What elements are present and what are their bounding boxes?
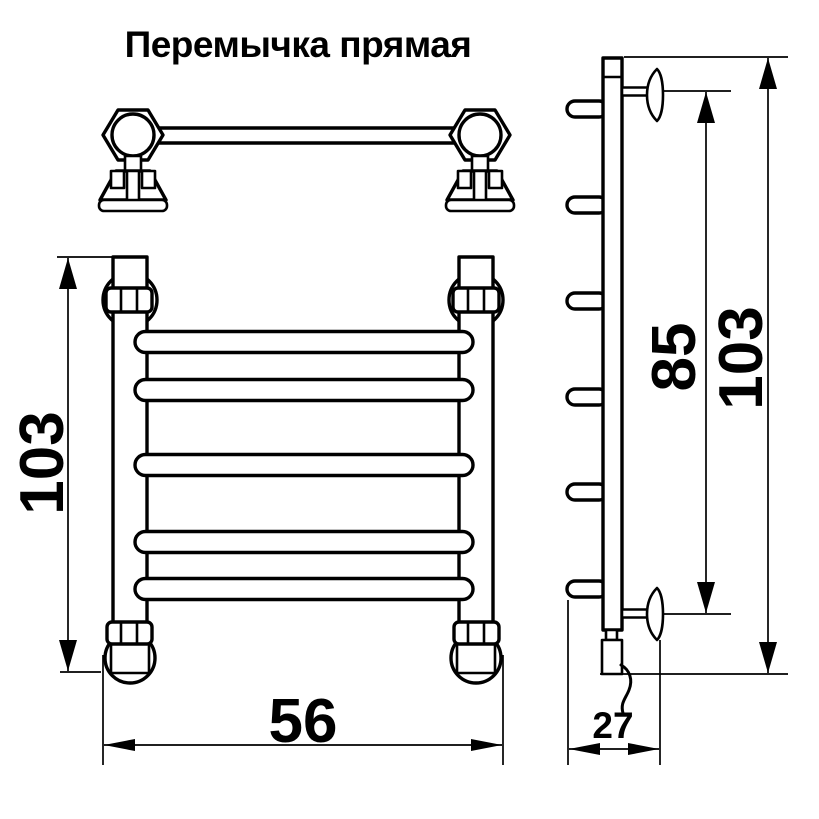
- left-riser-pipe: [111, 255, 149, 625]
- nut-body: [452, 620, 501, 646]
- dim-front-height-label: 103: [8, 411, 77, 514]
- dim-side-total-height-label: 103: [707, 306, 776, 409]
- arrowhead-up-icon: [697, 92, 715, 123]
- pipe-end: [457, 112, 503, 158]
- arrowhead-down-icon: [759, 642, 777, 673]
- arrowhead-down-icon: [697, 582, 715, 613]
- wall-plate: [645, 67, 665, 123]
- neck: [123, 154, 143, 173]
- bottom-left-hex-nut: [105, 620, 154, 646]
- arrowhead-left-icon: [104, 739, 135, 751]
- bracket-base: [444, 198, 516, 213]
- dim-side-depth: 27: [567, 600, 661, 765]
- side-top-wall-bracket: [620, 67, 665, 123]
- power-cable: [619, 663, 633, 715]
- rung-stub: [565, 291, 609, 311]
- top-view-left-fitting: [97, 108, 169, 213]
- rung-5: [133, 576, 475, 602]
- rung-2: [133, 377, 475, 403]
- dim-side-total-height: 103: [600, 56, 788, 675]
- dim-side-mount-span-label: 85: [640, 323, 709, 392]
- nut-body: [105, 620, 154, 646]
- arrowhead-down-icon: [59, 640, 77, 671]
- element-body: [600, 638, 624, 676]
- arrowhead-right-icon: [471, 739, 502, 751]
- bracket-tab: [140, 169, 157, 190]
- top-left-hex-nut: [104, 286, 154, 314]
- bottom-nut-face: [455, 641, 497, 675]
- rung-1: [133, 329, 475, 355]
- bottom-nut-face: [109, 641, 151, 675]
- bracket-stem: [620, 608, 651, 619]
- arrowhead-up-icon: [59, 258, 77, 289]
- dim-front-height: 103: [8, 256, 112, 673]
- bracket-tab: [109, 169, 126, 190]
- arrowhead-right-icon: [628, 743, 659, 755]
- dim-front-width-label: 56: [269, 687, 338, 756]
- dim-side-mount-span: 85: [640, 90, 731, 615]
- heating-element: [600, 628, 633, 715]
- side-bottom-wall-bracket: [620, 586, 665, 642]
- bracket-stem: [620, 86, 651, 97]
- rung-3: [133, 452, 475, 478]
- riser-pipe-side: [601, 56, 624, 632]
- pipe-end: [110, 112, 156, 158]
- top-right-hex-nut: [451, 286, 501, 314]
- dim-side-depth-label: 27: [592, 705, 633, 746]
- bracket-tab: [456, 169, 473, 190]
- rung-stub: [565, 99, 609, 119]
- dim-front-width: 56: [102, 655, 504, 765]
- nut-body: [104, 286, 154, 314]
- bottom-right-hex-nut: [452, 620, 501, 646]
- top-view: [97, 108, 516, 213]
- element-neck: [604, 628, 619, 642]
- bracket-stem: [125, 169, 141, 204]
- front-view: [101, 255, 505, 685]
- neck: [470, 154, 490, 173]
- bracket-stem: [472, 169, 488, 204]
- crossbar-top: [148, 126, 464, 145]
- rung-stub: [565, 579, 609, 599]
- drawing-title: Перемычка прямая: [125, 24, 472, 65]
- rung-4: [133, 529, 475, 555]
- wall-plate: [645, 586, 665, 642]
- rung-stub: [565, 195, 609, 215]
- nut-body: [451, 286, 501, 314]
- arrowhead-up-icon: [759, 58, 777, 89]
- bracket-base: [97, 198, 169, 213]
- rung-stub: [565, 482, 609, 502]
- arrowhead-left-icon: [569, 743, 600, 755]
- rung-stub: [565, 387, 609, 407]
- right-riser-pipe: [457, 255, 495, 625]
- top-view-right-fitting: [444, 108, 516, 213]
- bracket-tab: [487, 169, 504, 190]
